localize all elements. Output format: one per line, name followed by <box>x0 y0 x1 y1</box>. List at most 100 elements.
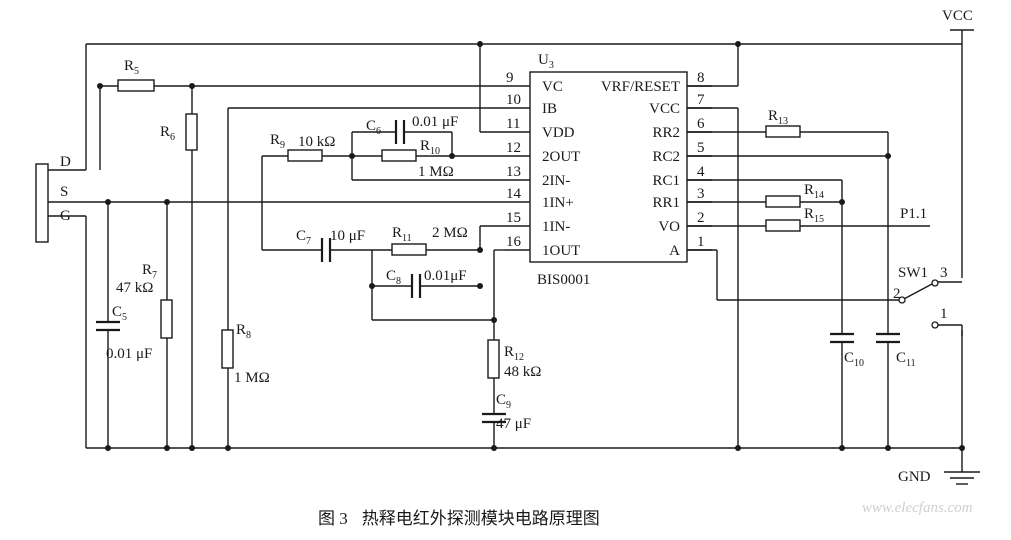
ic-pin-number: 3 <box>697 186 705 202</box>
r9-value: 10 kΩ <box>298 134 335 150</box>
ic-pin-number: 12 <box>506 140 521 156</box>
c9-ref: C9 <box>496 392 511 411</box>
vcc-symbol: VCC <box>942 8 974 31</box>
resistor-r9: R9 10 kΩ <box>270 132 335 162</box>
pir-sensor: D S G <box>35 154 71 243</box>
r9-ref: R9 <box>270 132 285 151</box>
switch-pin2: 2 <box>893 286 901 302</box>
ic-pin-number: 9 <box>506 70 514 86</box>
c8-value: 0.01μF <box>424 268 467 284</box>
r8-value: 1 MΩ <box>234 370 270 386</box>
resistor-r11: R11 2 MΩ <box>391 225 468 256</box>
r7-value: 47 kΩ <box>116 280 153 296</box>
capacitor-c9: C9 47 μF <box>482 392 531 432</box>
capacitor-c8: C8 0.01μF <box>386 268 467 298</box>
ic-pin-name: 1OUT <box>542 243 580 259</box>
watermark-text: www.elecfans.com <box>862 500 973 516</box>
resistor-r13: R13 <box>765 108 801 138</box>
resistor-r15: R15 <box>765 206 824 232</box>
vcc-label: VCC <box>942 8 973 24</box>
r6-ref: R6 <box>160 124 175 143</box>
sensor-pin-g: G <box>60 208 71 224</box>
ic-pin-number: 2 <box>697 210 705 226</box>
c9-value: 47 μF <box>496 416 531 432</box>
ic-pin-number: 1 <box>697 234 705 250</box>
r7-ref: R7 <box>142 262 157 281</box>
ic-pin-name: VRF/RESET <box>601 79 680 95</box>
gnd-label: GND <box>898 469 931 485</box>
c11-ref: C11 <box>896 350 916 369</box>
c5-ref: C5 <box>112 304 127 323</box>
resistor-r14: R14 <box>765 182 824 208</box>
ic-u3: U3 BIS0001 9VC10IB11VDD122OUT132IN-141IN… <box>505 52 712 288</box>
ic-pin-number: 6 <box>697 116 705 132</box>
c6-value: 0.01 μF <box>412 114 458 130</box>
resistor-r6: R6 <box>160 113 198 151</box>
sensor-pin-d: D <box>60 154 71 170</box>
capacitor-c7: C7 10 μF <box>296 228 365 262</box>
c7-value: 10 μF <box>330 228 365 244</box>
ic-pin-name: VC <box>542 79 563 95</box>
ic-pin-number: 10 <box>506 92 521 108</box>
r15-ref: R15 <box>804 206 824 225</box>
ic-pin-number: 15 <box>506 210 521 226</box>
ic-pin-name: RC2 <box>652 149 680 165</box>
ic-left-pins: 9VC10IB11VDD122OUT132IN-141IN+151IN-161O… <box>505 70 580 259</box>
c10-ref: C10 <box>844 350 864 369</box>
switch-pin3: 3 <box>940 265 948 281</box>
ic-pin-name: RR1 <box>652 195 680 211</box>
resistor-r7: R7 47 kΩ <box>116 262 173 339</box>
switch-pin1: 1 <box>940 306 948 322</box>
ic-pin-number: 7 <box>697 92 705 108</box>
ic-pin-name: 2OUT <box>542 149 580 165</box>
ic-pin-number: 16 <box>506 234 522 250</box>
r11-ref: R11 <box>392 225 412 244</box>
output-net-label: P1.1 <box>900 206 927 222</box>
r8-ref: R8 <box>236 322 251 341</box>
ic-pin-name: VDD <box>542 125 575 141</box>
ic-pin-number: 4 <box>697 164 705 180</box>
resistor-r5: R5 <box>117 58 155 92</box>
c5-value: 0.01 μF <box>106 346 152 362</box>
gnd-symbol: GND <box>898 469 980 485</box>
capacitor-c10: C10 <box>830 332 864 369</box>
c8-ref: C8 <box>386 268 401 287</box>
capacitor-c6: C6 0.01 μF <box>366 114 458 144</box>
ic-pin-number: 5 <box>697 140 705 156</box>
ic-pin-name: 2IN- <box>542 173 570 189</box>
ic-pin-number: 11 <box>506 116 520 132</box>
r12-value: 48 kΩ <box>504 364 541 380</box>
resistor-r10: R10 1 MΩ <box>381 138 454 180</box>
c6-ref: C6 <box>366 118 381 137</box>
switch-sw1: SW1 3 2 1 <box>893 265 948 329</box>
resistor-r8: R8 1 MΩ <box>221 322 270 386</box>
r11-value: 2 MΩ <box>432 225 468 241</box>
ic-pin-name: 1IN- <box>542 219 570 235</box>
ic-pin-name: RR2 <box>652 125 680 141</box>
capacitor-c11: C11 <box>876 332 916 369</box>
resistor-r12: R12 48 kΩ <box>487 339 541 380</box>
ic-pin-name: VO <box>658 219 680 235</box>
r10-ref: R10 <box>420 138 440 157</box>
ic-pin-number: 14 <box>506 186 522 202</box>
r10-value: 1 MΩ <box>418 164 454 180</box>
r13-ref: R13 <box>768 108 788 127</box>
ic-pin-name: IB <box>542 101 557 117</box>
c7-ref: C7 <box>296 228 311 247</box>
ic-pin-name: VCC <box>649 101 680 117</box>
r5-ref: R5 <box>124 58 139 77</box>
ic-pin-name: RC1 <box>652 173 680 189</box>
ic-pin-name: 1IN+ <box>542 195 574 211</box>
ic-ref: U3 <box>538 52 554 71</box>
capacitor-c5: C5 0.01 μF <box>96 304 152 362</box>
r14-ref: R14 <box>804 182 824 201</box>
sensor-pin-s: S <box>60 184 68 200</box>
junction-dots <box>97 41 965 451</box>
switch-ref: SW1 <box>898 265 928 281</box>
r12-ref: R12 <box>504 344 524 363</box>
ic-pin-name: A <box>669 243 680 259</box>
ic-pin-number: 8 <box>697 70 705 86</box>
